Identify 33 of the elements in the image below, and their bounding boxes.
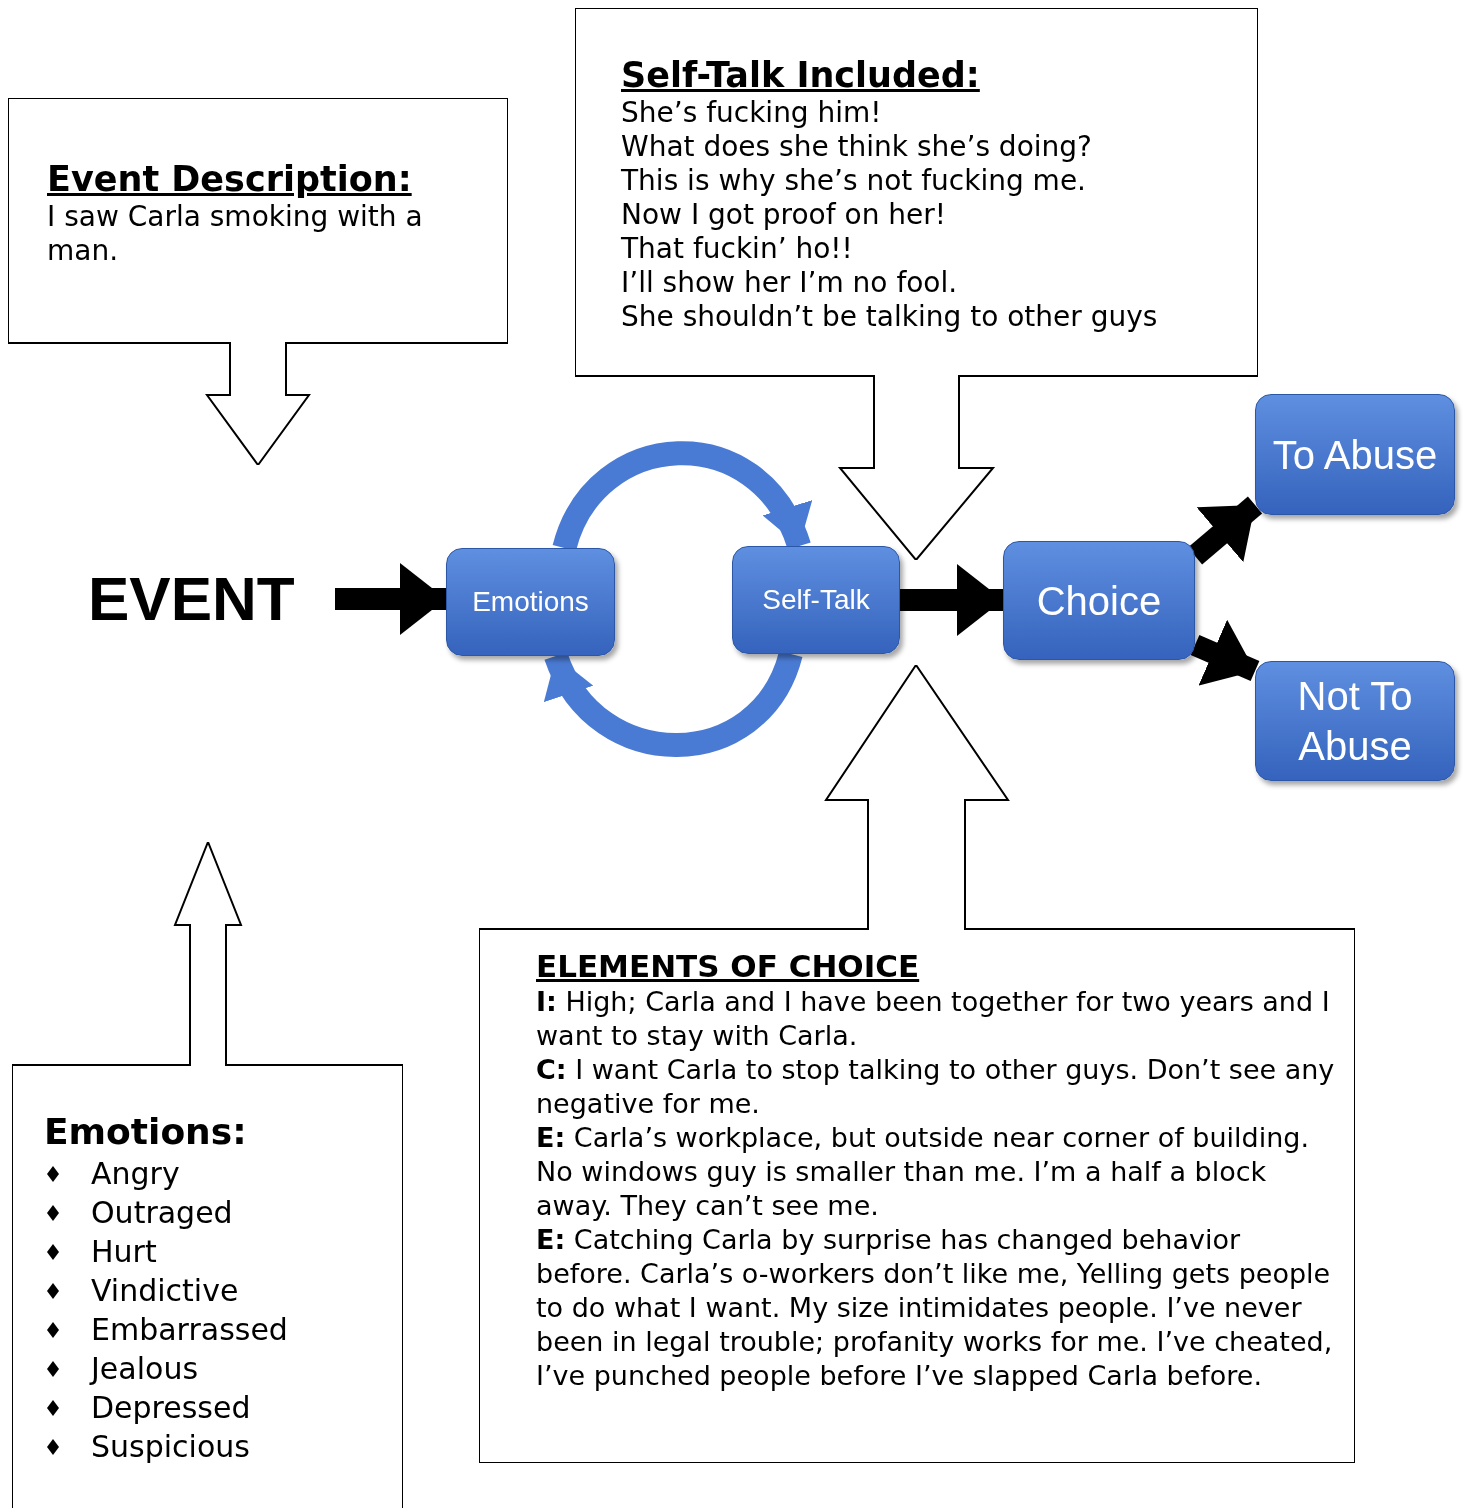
callout-text: She shouldn’t be talking to other guys (621, 300, 1158, 334)
callout-paragraph: E: Carla’s workplace, but outside near corner of building. No windows guy is smaller than me. I’m a half a block away. They can’t see me. (536, 1121, 1310, 1223)
list-item: Vindictive (91, 1272, 239, 1310)
callout-paragraph: C: I want Carla to stop talking to other guys. Don’t see any negative for me. (536, 1053, 1336, 1121)
callout-text: She’s fucking him! (621, 96, 882, 130)
arrow (1190, 619, 1260, 686)
process-box: Emotions (446, 548, 615, 656)
process-box: Not To Abuse (1255, 661, 1455, 781)
callout-paragraph: E: Catching Carla by surprise has changed behavior before. Carla’s o-workers don’t like me, Yelling gets people to do what I want. My size intimidates people. I’ve never been in legal trouble; profanity works for me. I’ve cheated, I’ve punched people before I’ve slapped Carla before. (536, 1223, 1334, 1393)
callout-text: Now I got proof on her! (621, 198, 946, 232)
list-item: Outraged (91, 1194, 233, 1232)
list-item: Suspicious (91, 1428, 250, 1466)
process-box: Self-Talk (732, 546, 900, 654)
event-label: EVENT (88, 568, 295, 630)
callout-paragraph: I: High; Carla and I have been together for two years and I want to stay with Carla. (536, 985, 1331, 1053)
process-box: Choice (1003, 541, 1195, 660)
callout-heading: Event Description: (47, 158, 412, 200)
list-heading: Emotions: (44, 1110, 247, 1154)
list-item: Hurt (91, 1233, 157, 1271)
list-item: Angry (91, 1155, 180, 1193)
callout-text: I saw Carla smoking with a man. (47, 200, 424, 268)
list-item: Depressed (91, 1389, 251, 1427)
callout-heading: ELEMENTS OF CHOICE (536, 947, 920, 985)
callout-text: That fuckin’ ho!! (621, 232, 853, 266)
callout-text: What does she think she’s doing? (621, 130, 1092, 164)
arrow (335, 563, 446, 635)
process-box: To Abuse (1255, 394, 1455, 515)
callout-text: I’ll show her I’m no fool. (621, 266, 958, 300)
list-item: Jealous (91, 1350, 199, 1388)
callout-text: This is why she’s not fucking me. (621, 164, 1087, 198)
arrow (900, 564, 1003, 636)
callout-heading: Self-Talk Included: (621, 54, 980, 96)
list-item: Embarrassed (91, 1311, 288, 1349)
